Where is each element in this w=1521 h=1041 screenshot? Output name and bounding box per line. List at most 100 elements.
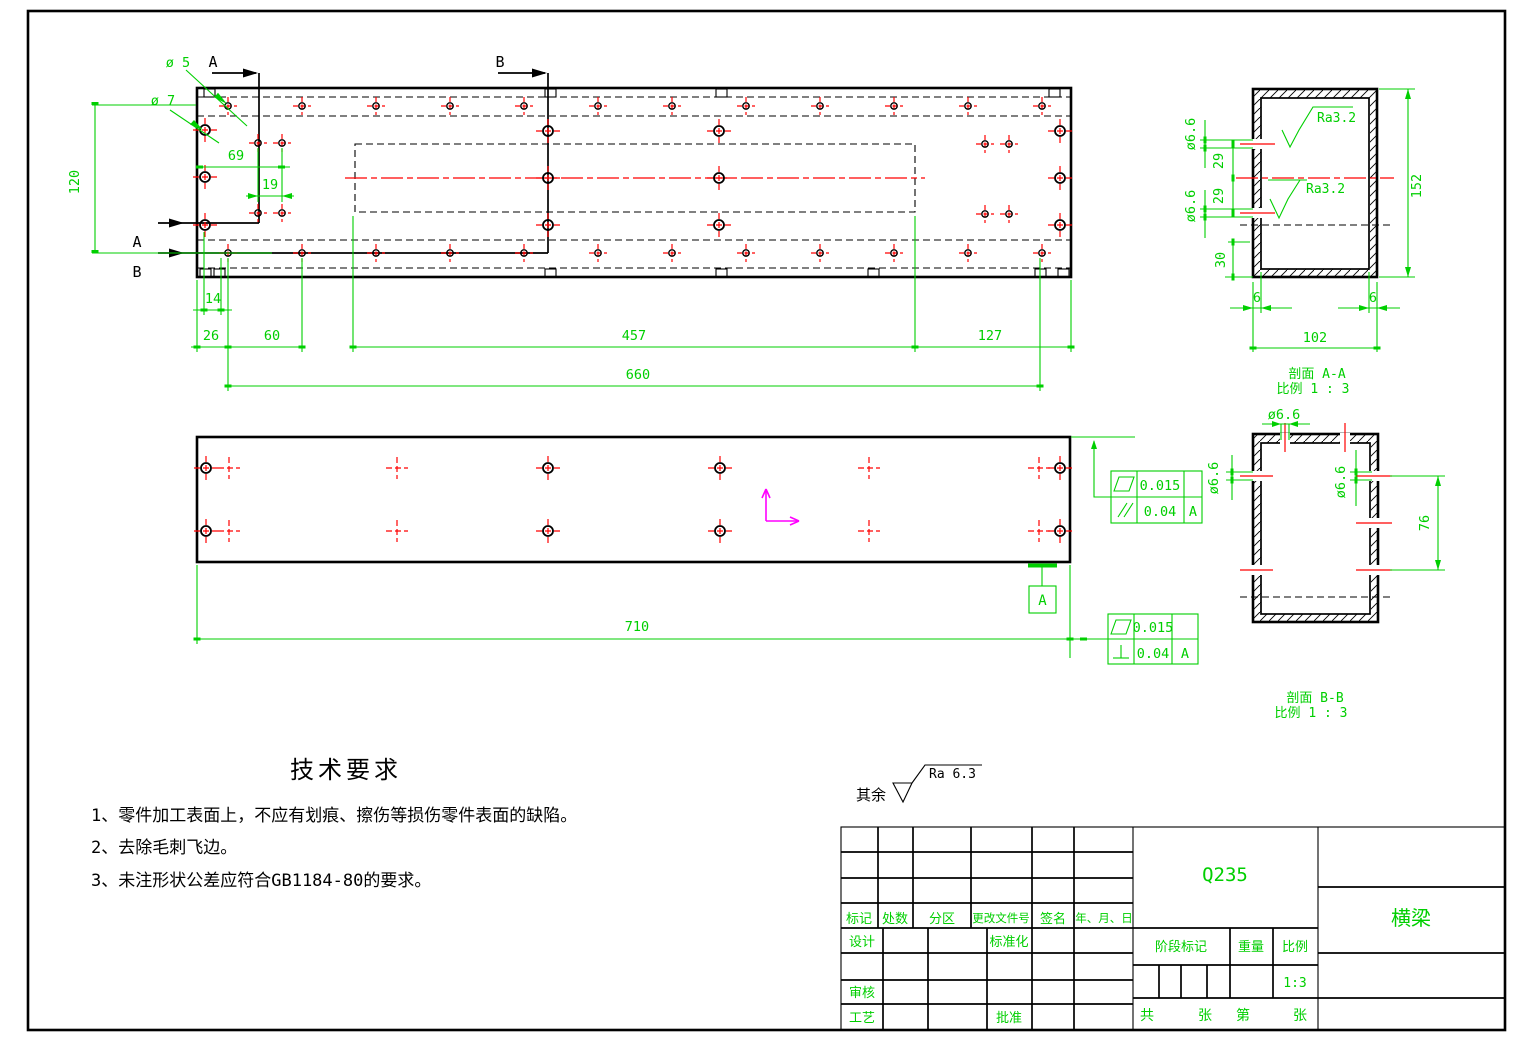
label-design: 设计 [849, 935, 875, 950]
sheet-total-unit: 张 [1198, 1008, 1212, 1024]
tech-requirements: 技术要求 1、零件加工表面上，不应有划痕、擦伤等损伤零件表面的缺陷。 2、去除毛… [91, 756, 577, 891]
dim-152: 152 [1409, 174, 1425, 198]
frame-upper-value-2: 0.04 [1144, 504, 1177, 520]
section-label-a-left: A [132, 233, 141, 251]
col-count: 处数 [882, 912, 908, 927]
perpendicularity-icon [1113, 645, 1129, 659]
dim-dia66-upper: ø6.6 [1183, 118, 1199, 151]
col-sign: 签名 [1040, 911, 1066, 927]
dim-710: 710 [625, 619, 649, 635]
dim-26: 26 [203, 328, 219, 344]
ra-lower: Ra3.2 [1306, 182, 1345, 197]
label-weight: 重量 [1238, 939, 1264, 955]
col-doc-no: 更改文件号 [972, 911, 1030, 925]
label-standardization: 标准化 [989, 935, 1028, 950]
dim-69: 69 [228, 148, 244, 164]
section-arrow-a-left [169, 218, 184, 228]
dim-76: 76 [1417, 515, 1433, 531]
dim-dia66-lower: ø6.6 [1183, 190, 1199, 223]
dim-19: 19 [262, 177, 278, 193]
section-bb-scale: 比例 1 : 3 [1275, 706, 1348, 721]
tolerance-frame-upper: 0.015 0.04 A [1110, 470, 1203, 524]
dim-30: 30 [1213, 252, 1229, 268]
label-scale: 比例 [1282, 940, 1308, 955]
dim-60: 60 [264, 328, 280, 344]
parallelism-icon [1117, 502, 1134, 518]
dim-29-upper: 29 [1211, 153, 1227, 169]
label-stage-mark: 阶段标记 [1155, 940, 1207, 955]
tech-requirement-item: 1、零件加工表面上，不应有划痕、擦伤等损伤零件表面的缺陷。 [91, 806, 577, 826]
dim-dia66-left: ø6.6 [1206, 462, 1222, 495]
flatness-icon [1113, 476, 1135, 492]
section-label-b-top: B [495, 53, 504, 71]
dia5-label: ø 5 [166, 55, 190, 71]
sheet-border [26, 9, 1507, 1032]
tolerance-frame-lower: 0.015 0.04 A [1107, 613, 1199, 665]
frame-lower-value-2: 0.04 [1137, 646, 1170, 662]
section-bb-dimensions [1226, 421, 1445, 571]
ra-upper: Ra3.2 [1317, 111, 1356, 126]
section-bb: ø6.6 ø6.6 ø6.6 76 剖面 B-B 比例 1 : 3 [1206, 407, 1445, 721]
label-approve: 批准 [996, 1011, 1022, 1026]
scale-value: 1:3 [1283, 976, 1306, 991]
section-label-a-top: A [208, 53, 217, 71]
section-aa-scale: 比例 1 : 3 [1277, 382, 1350, 397]
col-date: 年、月、日 [1075, 911, 1133, 925]
dim-dia66-inner: ø6.6 [1333, 466, 1349, 499]
datum-a-flag: A [1028, 563, 1057, 614]
section-bb-title: 剖面 B-B [1286, 691, 1343, 706]
ucs-axes-icon [761, 488, 800, 526]
tech-requirement-item: 2、去除毛刺飞边。 [91, 838, 237, 858]
col-mark: 标记 [846, 912, 872, 927]
surface-finish-icon [1268, 179, 1307, 220]
front-view: A 710 [193, 435, 1135, 658]
material-label: Q235 [1202, 864, 1248, 886]
part-name: 横梁 [1391, 906, 1431, 930]
dim-102: 102 [1303, 330, 1327, 346]
dia7-label: ø 7 [151, 93, 175, 109]
notches [199, 88, 1070, 278]
section-line-a [158, 68, 260, 228]
top-view: ø 5 ø 7 69 19 120 14 26 60 457 127 660 A… [67, 53, 1075, 391]
dim-6-left: 6 [1253, 290, 1261, 306]
section-aa-title: 剖面 A-A [1288, 367, 1345, 382]
label-process: 工艺 [849, 1011, 875, 1026]
dim-120: 120 [67, 170, 83, 194]
frame-upper-datum: A [1189, 504, 1197, 520]
datum-a-letter: A [1038, 593, 1047, 609]
surface-finish-icon [892, 764, 982, 804]
frame-upper-value-1: 0.015 [1140, 478, 1181, 494]
front-view-dimensions [193, 565, 1108, 658]
dia7-leader [169, 109, 220, 144]
tech-requirement-item: 3、未注形状公差应符合GB1184-80的要求。 [91, 871, 431, 891]
section-arrow-a-top [243, 68, 258, 78]
col-zone: 分区 [929, 912, 955, 927]
tech-requirements-title: 技术要求 [290, 756, 402, 784]
section-aa-dimensions [1200, 88, 1415, 352]
hole-rows [218, 96, 1052, 263]
dim-457: 457 [622, 328, 646, 344]
dim-6-right: 6 [1369, 290, 1377, 306]
surface-note-prefix: 其余 [856, 786, 886, 804]
front-view-holes [193, 455, 1073, 544]
dim-29-lower: 29 [1211, 188, 1227, 204]
dim-127: 127 [978, 328, 1002, 344]
hole-columns [192, 117, 1073, 238]
frame-lower-datum: A [1181, 646, 1189, 662]
dim-14: 14 [205, 291, 221, 307]
flatness-icon [1110, 619, 1132, 635]
sheet-no-unit: 张 [1293, 1008, 1307, 1024]
surface-finish-icon [1281, 106, 1353, 149]
dim-dia66-top: ø6.6 [1268, 407, 1301, 423]
sheet-total-label: 共 [1140, 1008, 1154, 1024]
section-arrow-b-top [532, 68, 547, 78]
surface-note-roughness: Ra 6.3 [929, 767, 976, 782]
title-block: 标记 处数 分区 更改文件号 签名 年、月、日 设计 标准化 审核 工艺 批准 … [840, 826, 1506, 1031]
top-view-dimensions [91, 69, 1075, 391]
section-label-b-left: B [132, 263, 141, 281]
frame-lower-value-1: 0.015 [1133, 620, 1174, 636]
surface-roughness-note: 其余 Ra 6.3 [856, 764, 982, 804]
label-review: 审核 [849, 986, 875, 1001]
